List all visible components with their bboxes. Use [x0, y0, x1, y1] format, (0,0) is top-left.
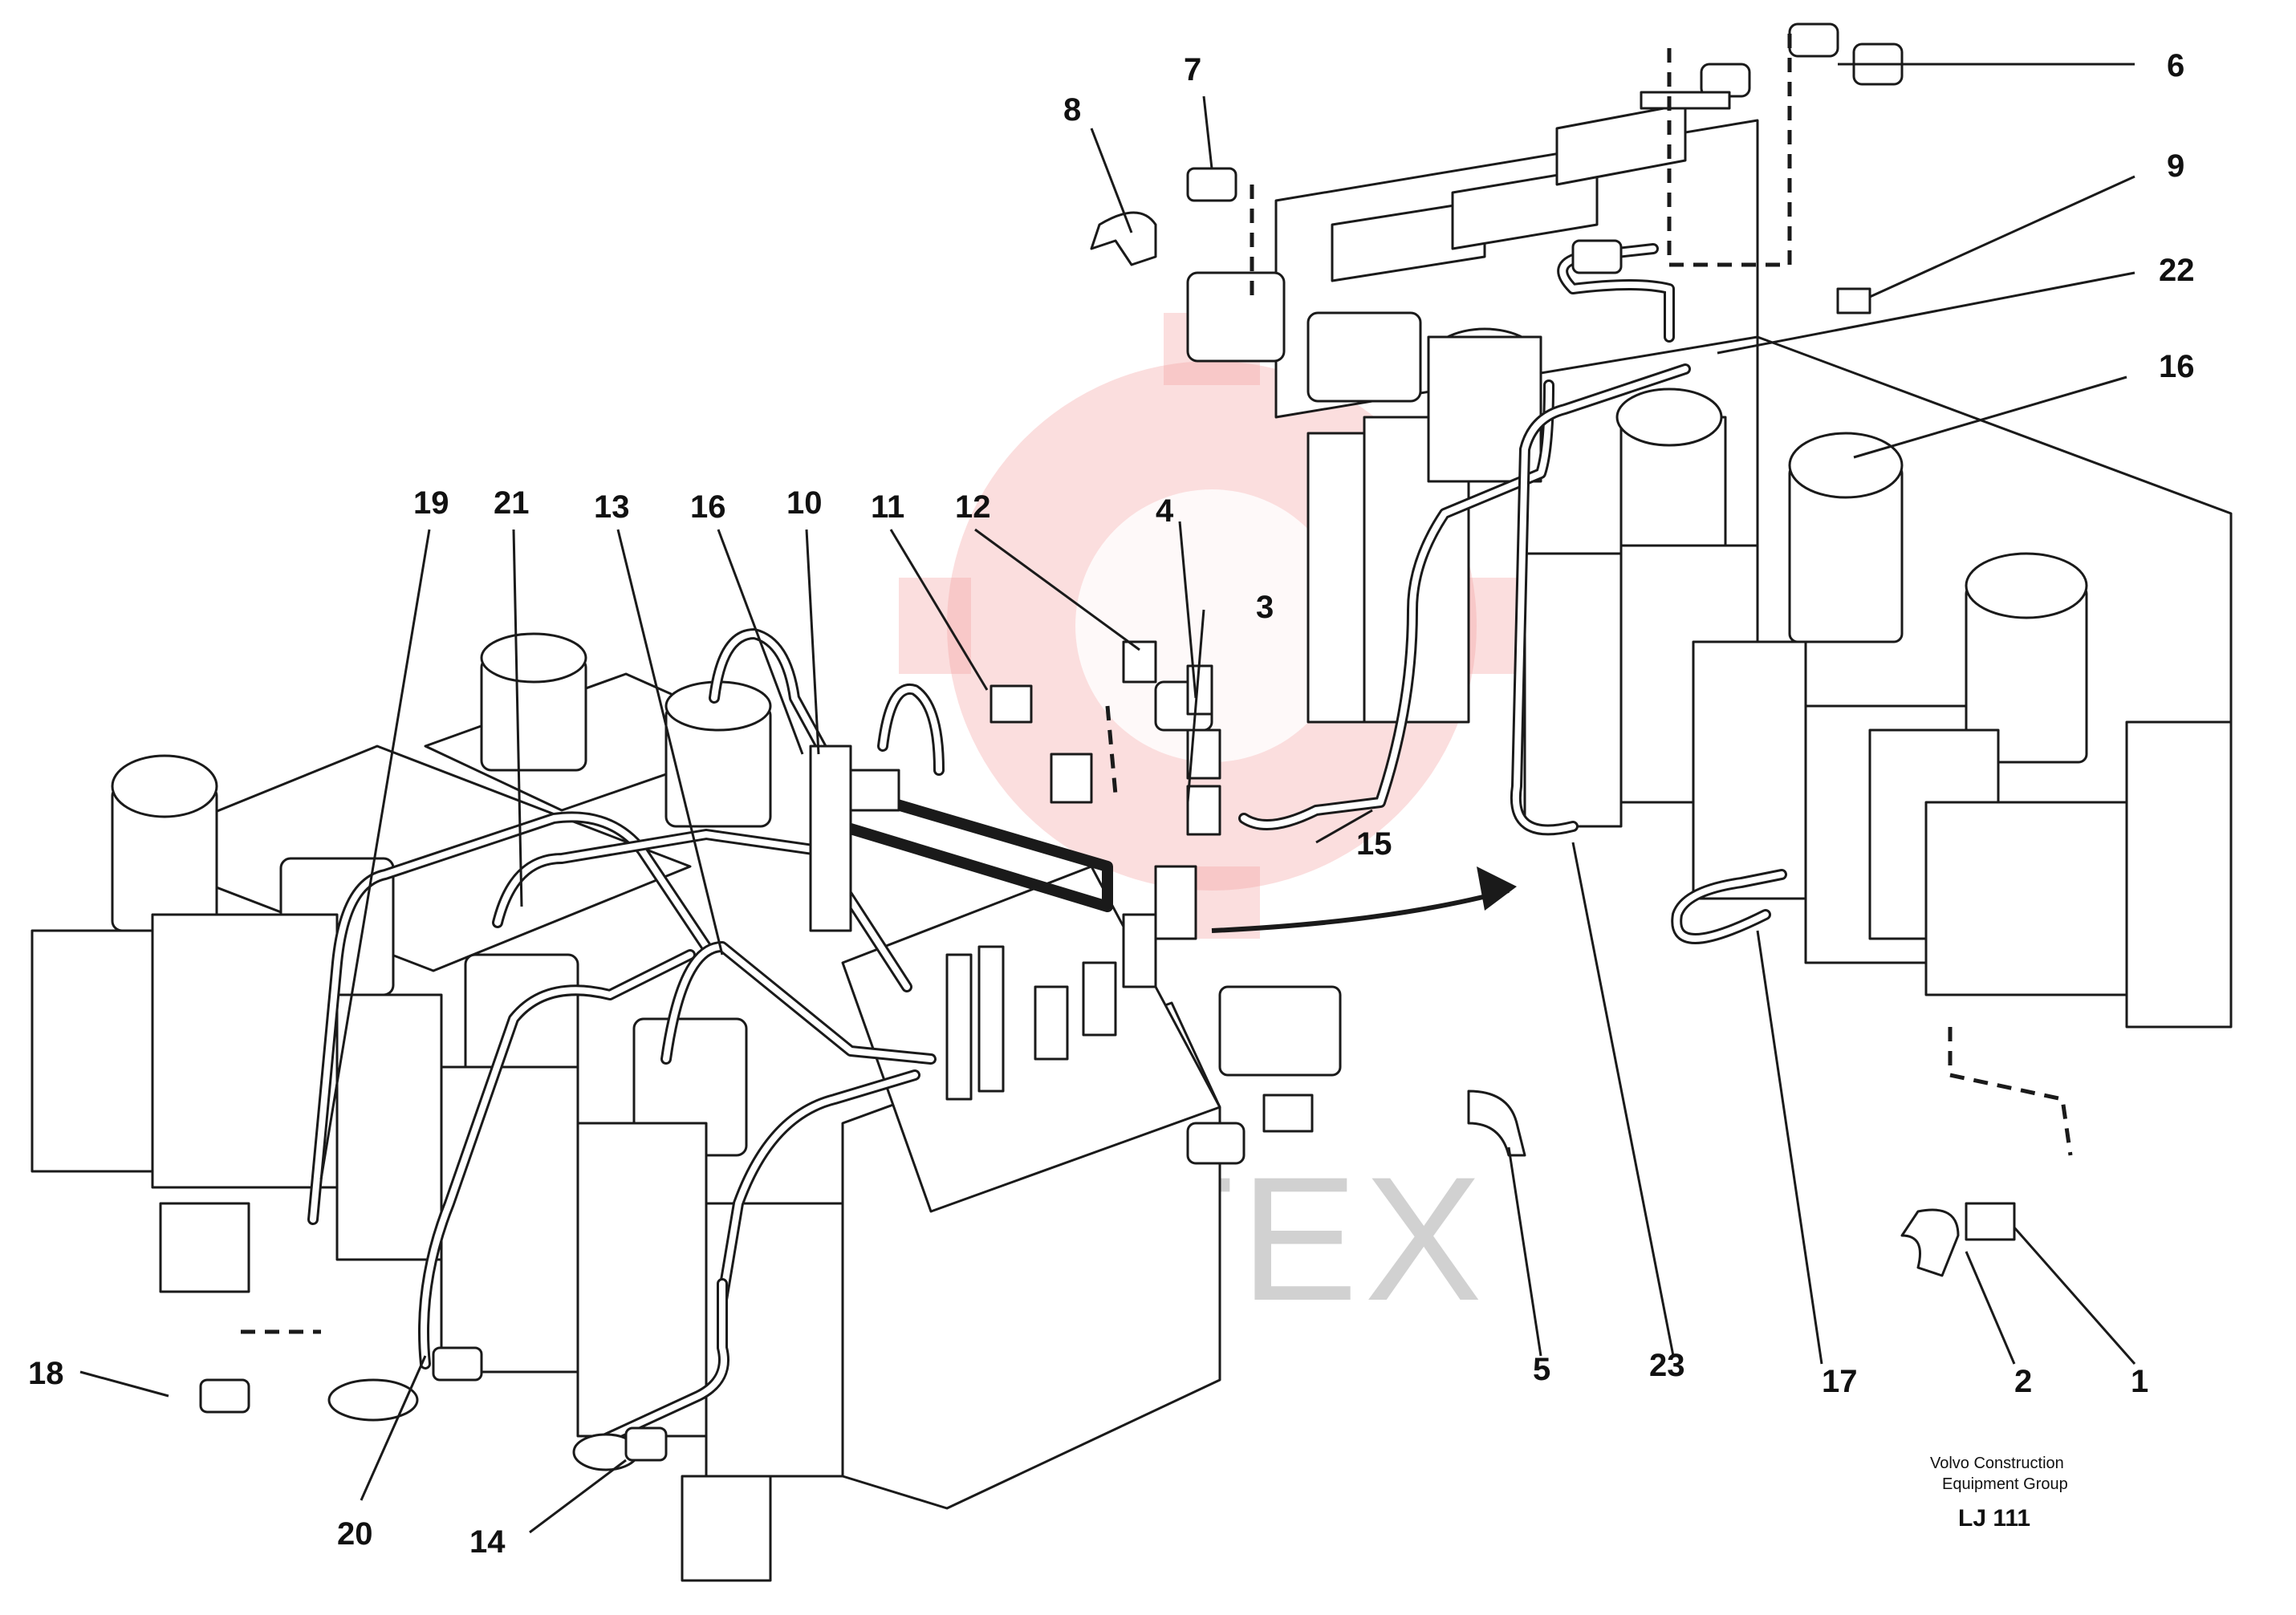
leader-lines [79, 63, 2136, 1534]
caption-line-1: Volvo Construction [1930, 1455, 2064, 1472]
callout-labels: 1 2 3 4 5 6 7 8 9 10 11 12 13 14 15 16 1… [28, 48, 2195, 1560]
callout-20: 20 [337, 1516, 373, 1552]
fittings [199, 22, 2016, 1471]
callout-4: 4 [1156, 493, 1174, 529]
callout-18: 18 [28, 1356, 64, 1391]
figure-code: LJ 111 [1958, 1505, 2030, 1532]
callout-14: 14 [469, 1524, 506, 1560]
callout-2: 2 [2014, 1364, 2032, 1399]
callout-6: 6 [2167, 48, 2184, 83]
callout-15: 15 [1356, 826, 1392, 862]
direction-arrow [1211, 866, 1517, 933]
caption-block: Volvo Construction Equipment Group LJ 11… [1930, 1455, 2068, 1532]
callout-12: 12 [955, 489, 991, 525]
arrow-head-icon [1477, 866, 1517, 911]
callout-21: 21 [494, 485, 530, 521]
callout-13: 13 [594, 489, 630, 525]
callout-19: 19 [413, 485, 449, 521]
callout-10: 10 [786, 485, 823, 521]
assembly-lines [241, 24, 2073, 1334]
callout-16-left: 16 [690, 489, 726, 525]
callout-11: 11 [871, 489, 904, 525]
callout-5: 5 [1533, 1352, 1550, 1387]
callout-1: 1 [2131, 1364, 2148, 1399]
callout-3: 3 [1256, 590, 1274, 625]
caption-line-2: Equipment Group [1942, 1475, 2068, 1493]
callout-16-right: 16 [2159, 349, 2195, 384]
pipes [307, 243, 1787, 1450]
callout-22: 22 [2159, 253, 2195, 288]
callout-8: 8 [1063, 92, 1081, 128]
callout-23: 23 [1649, 1348, 1685, 1383]
lower-right-valve-block [1692, 432, 2233, 1029]
callout-7: 7 [1184, 52, 1201, 87]
callout-9: 9 [2167, 148, 2184, 184]
callout-17: 17 [1822, 1364, 1858, 1399]
